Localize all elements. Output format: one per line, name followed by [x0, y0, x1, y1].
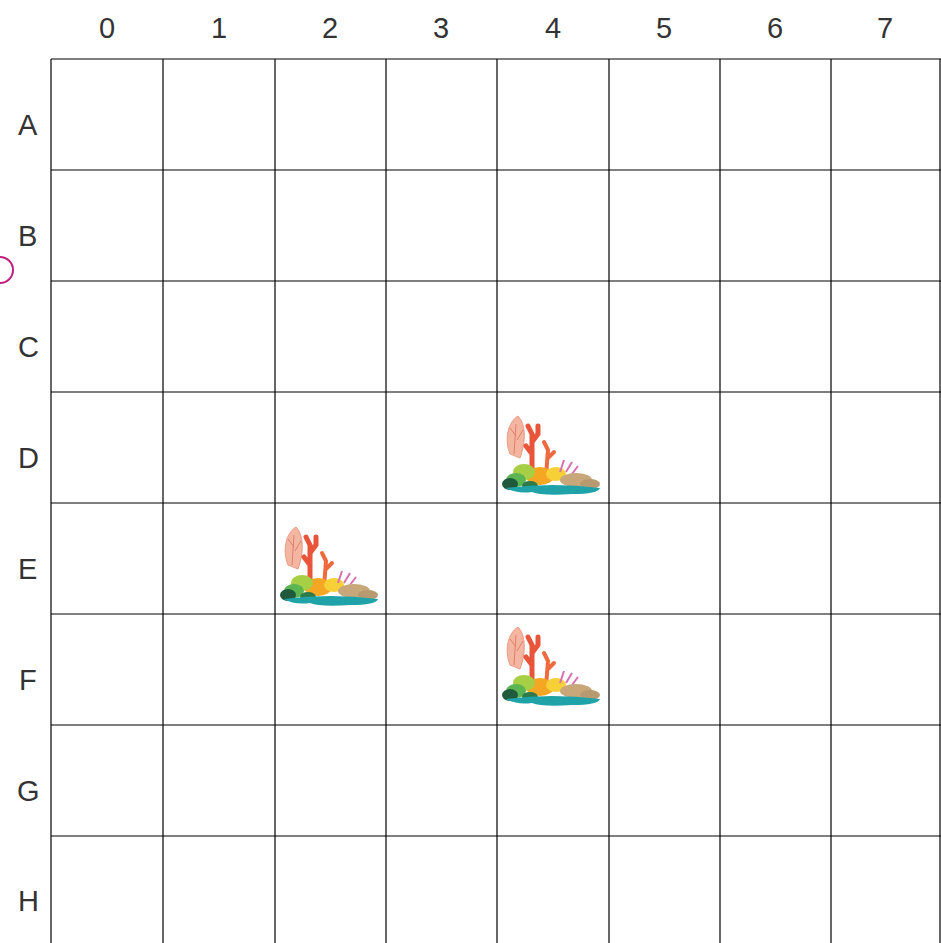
column-label: 5: [656, 14, 672, 43]
column-label: 4: [545, 14, 561, 43]
row-label: A: [18, 111, 37, 140]
coral-reef: [502, 416, 600, 495]
column-label: 6: [767, 14, 783, 43]
edge-mark: [0, 257, 13, 283]
row-label: G: [17, 777, 40, 806]
column-label: 2: [322, 14, 338, 43]
row-label: C: [18, 333, 39, 362]
row-label: H: [18, 887, 39, 916]
column-label: 1: [211, 14, 227, 43]
row-label: B: [18, 222, 37, 251]
grid-lines: [51, 59, 941, 943]
coral-reef: [280, 527, 378, 606]
column-label: 3: [433, 14, 449, 43]
row-label: E: [18, 555, 37, 584]
coral-reef: [502, 627, 600, 706]
column-label: 7: [877, 14, 893, 43]
row-label: D: [18, 444, 39, 473]
row-label: F: [19, 666, 37, 695]
column-label: 0: [99, 14, 115, 43]
